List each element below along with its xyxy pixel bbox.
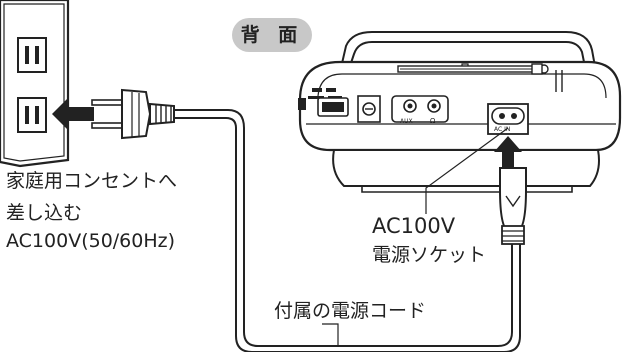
- lower-socket: [17, 97, 47, 133]
- leader-lines: [322, 127, 509, 346]
- power-plug: [91, 88, 175, 140]
- outlet-instruction-line-2: 差し込む: [6, 202, 83, 224]
- outlet-instruction-voltage: AC100V(50/60Hz): [6, 230, 176, 252]
- aux-jack-label: AUX: [400, 118, 413, 125]
- ac-inlet: [491, 107, 525, 125]
- insert-arrow-icon: [494, 136, 522, 172]
- cd-radio-unit: [298, 31, 622, 193]
- headphone-jack-label: Ω: [430, 117, 436, 125]
- power-cord: [174, 109, 521, 353]
- power-socket-voltage: AC100V: [372, 214, 456, 238]
- back-view-badge: 背 面: [232, 18, 312, 52]
- side-switch: [298, 98, 306, 110]
- outlet-instruction-line-1: 家庭用コンセントへ: [6, 170, 178, 192]
- power-cord-label: 付属の電源コード: [274, 300, 427, 322]
- upper-socket: [17, 37, 47, 73]
- wall-outlet: [0, 0, 70, 168]
- power-socket-label: 電源ソケット: [372, 244, 487, 266]
- ac-inlet-label: AC IN: [494, 126, 511, 133]
- insert-arrow-icon: [52, 98, 94, 130]
- iec-c7-connector: [499, 167, 527, 245]
